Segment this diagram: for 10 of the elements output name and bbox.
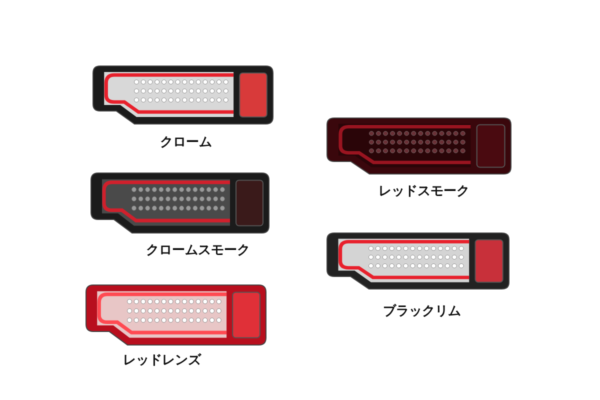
product-caption: レッドレンズ: [123, 352, 201, 369]
tail-light-drawing: [326, 232, 510, 290]
product-caption: ブラックリム: [383, 302, 461, 320]
tail-light-drawing: [326, 117, 512, 175]
product-caption: クローム: [160, 134, 212, 151]
product-caption: レッドスモーク: [378, 183, 470, 200]
tail-light-drawing: [90, 172, 270, 234]
tail-light-drawing: [85, 284, 267, 346]
product-caption: クロームスモーク: [146, 242, 250, 259]
tail-light-drawing: [92, 65, 274, 125]
